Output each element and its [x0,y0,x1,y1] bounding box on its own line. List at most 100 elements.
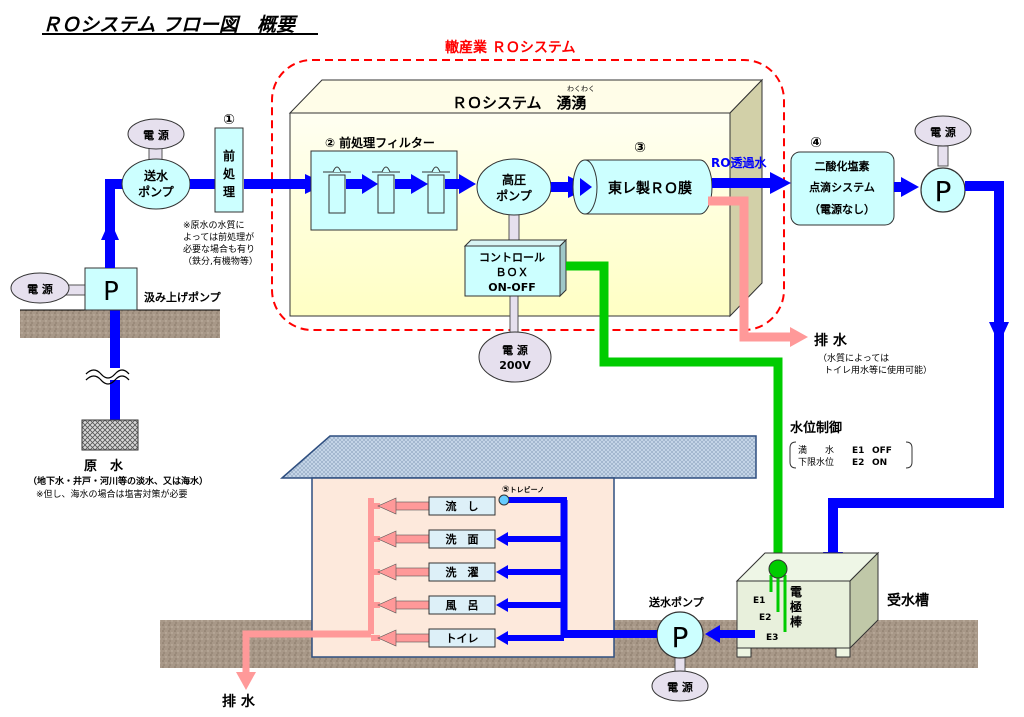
filter-cartridge [372,166,400,214]
page-title: ＲＯシステム フロー図 概要 [42,14,318,36]
pretreat-note-3: 必要な場合も有り [183,243,255,255]
drain-top-label: 排 水 [814,332,848,349]
fixture-item: トイレ [371,628,564,648]
power-200v-label-2: 200V [499,359,531,372]
supply-arrow-icon [496,565,508,579]
ro-unit-title: ＲＯシステム 湧湧 [452,94,587,112]
drain-arrow-icon [377,596,397,614]
control-box-label-3: ON-OFF [488,281,536,294]
feed-pump-label-2: ポンプ [138,184,175,199]
pretreat-char-3: 理 [223,185,235,199]
feed-pump-power-label: 電 源 [143,128,169,142]
pretreat-note-2: よっては前処理が [183,231,254,243]
membrane-number: ③ [634,140,646,156]
level-row-state: OFF [872,446,892,456]
electrode-rod-label: 電極棒 [790,585,803,629]
fixture-box [428,529,496,549]
fixture-label: 流 し [446,499,479,513]
pretreat-number: ① [223,112,235,128]
lift-pump-symbol: P [103,277,119,307]
fixture-item: 風 呂 [371,595,564,615]
pretreat-note-1: ※原水の水質に [183,219,245,231]
supply-arrow-icon [496,631,508,645]
power-200v [478,331,552,383]
control-box-label-2: ＢＯＸ [496,266,529,279]
fixture-label: 洗 濯 [446,565,479,579]
control-box: コントロール ＢＯＸ ON-OFF [463,238,568,298]
feed-pump-label-1: 送水 [143,168,169,183]
electrode-head [768,559,788,579]
delivery-pump-symbol: P [672,621,689,654]
title-text: ＲＯシステム フロー図 概要 [42,14,298,36]
level-row-electrode: E2 [852,458,864,468]
high-pressure-pump [476,158,552,216]
level-row-state: ON [872,458,887,468]
delivery-pump-power [651,670,709,702]
feed-pump [121,158,191,210]
filter-cartridges [323,166,450,214]
level-row-name: 下限水位 [798,456,834,468]
signal-line [566,261,783,565]
fixture-item: 洗 濯 [371,562,564,582]
pretreat-unit [214,127,244,213]
drain-arrow-icon [377,497,397,515]
power-200v-label-1: 電 源 [502,343,528,357]
chlorine-number: ④ [810,135,822,151]
torayvino-faucet [498,494,510,506]
lift-pump-power-label: 電 源 [27,282,53,296]
lift-pump-label: 汲み上げポンプ [144,290,222,304]
fixture-label: 風 呂 [446,599,479,612]
level-row: 下限水位 E2 ON [798,456,887,468]
supply-line [828,181,1004,555]
control-box-label-1: コントロール [479,251,545,264]
fixture-label: トイレ [446,632,479,645]
hp-pump-label-2: ポンプ [496,188,533,203]
ro-unit-ruby: わくわく [567,85,595,93]
filter-cartridge [323,166,351,214]
electrode-e2-label: E2 [759,613,771,623]
house-drain-line [242,630,371,675]
feed-pump-power [127,118,185,150]
tank-label: 受水槽 [887,592,929,609]
ro-system-group-border [271,59,785,331]
filter-cartridge [422,166,450,214]
electrode-e1-label: E1 [753,596,765,606]
chlorine-label-3: （電源なし） [809,202,875,216]
pretreat-char-2: 処 [222,166,236,181]
membrane-label: 東レ製ＲＯ膜 [608,180,692,197]
fixture-box [428,628,496,648]
raw-water-note1: （地下水・井戸・河川等の淡水、又は海水） [28,475,208,487]
raw-water-label: 原 水 [84,458,124,474]
level-control-title: 水位制御 [790,420,842,436]
lift-pump-power [10,272,70,304]
fixture-box [428,595,496,615]
drain-arrow-icon [377,629,397,647]
hp-pump-label-1: 高圧 [502,172,526,187]
raw-water-source [81,419,139,451]
pretreat-note-4: （鉄分,有機物等） [183,255,258,267]
drain-arrow-icon [377,530,397,548]
drain-top-note-2: トイレ用水等に使用可能） [824,364,932,376]
level-row-name: 満 水 [798,444,834,456]
permeate-label: RO透過水 [711,155,767,170]
chlorine-label-2: 点滴システム [809,180,875,194]
delivery-pump-power-label: 電 源 [667,680,693,694]
pretreat-char-1: 前 [223,148,235,163]
booster-pump-symbol: P [935,175,952,208]
drain-arrow-icon [377,563,397,581]
electrode-e3-label: E3 [766,633,778,643]
delivery-pump-label: 送水ポンプ [648,595,705,609]
fixture-item: 流 し [371,496,496,516]
level-row-electrode: E1 [852,446,864,456]
raw-water-note2: ※但し、海水の場合は塩害対策が必要 [36,488,188,500]
supply-arrow-icon [496,532,508,546]
fixture-box [428,496,496,516]
booster-pump-power [914,115,972,147]
fixture-box [428,562,496,582]
supply-arrow-icon [496,598,508,612]
ro-system-group-label: 轍産業 ＲＯシステム [445,39,575,56]
fixture-item: 洗 面 [371,529,564,549]
drain-bottom-label: 排 水 [222,693,256,710]
